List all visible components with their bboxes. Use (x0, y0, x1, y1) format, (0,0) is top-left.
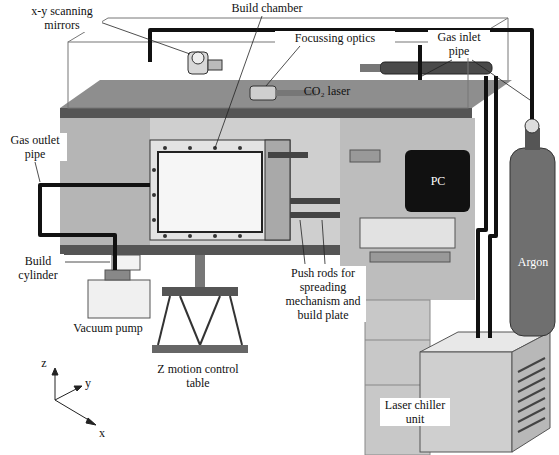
part-label: Gas inlet pipe (428, 30, 490, 58)
part-label: Z motion control table (150, 362, 246, 390)
part-label: x-y scanning mirrors (22, 4, 102, 32)
axis-label: x (96, 426, 108, 440)
part-label: Push rods for spreading mechanism and bu… (280, 266, 366, 322)
part-label: Build chamber (222, 1, 312, 15)
part-label: Build cylinder (12, 254, 64, 282)
axis-label: z (38, 356, 50, 370)
part-label: Vacuum pump (58, 321, 158, 335)
axis-label: y (82, 376, 94, 390)
part-label: CO₂ laser (292, 84, 362, 98)
part-label: Gas outlet pipe (3, 133, 67, 161)
part-label: Focussing optics (275, 31, 395, 45)
part-label: Laser chiller unit (380, 398, 450, 426)
screen-label: PC (421, 174, 455, 188)
cylinder-label: Argon (512, 255, 554, 269)
